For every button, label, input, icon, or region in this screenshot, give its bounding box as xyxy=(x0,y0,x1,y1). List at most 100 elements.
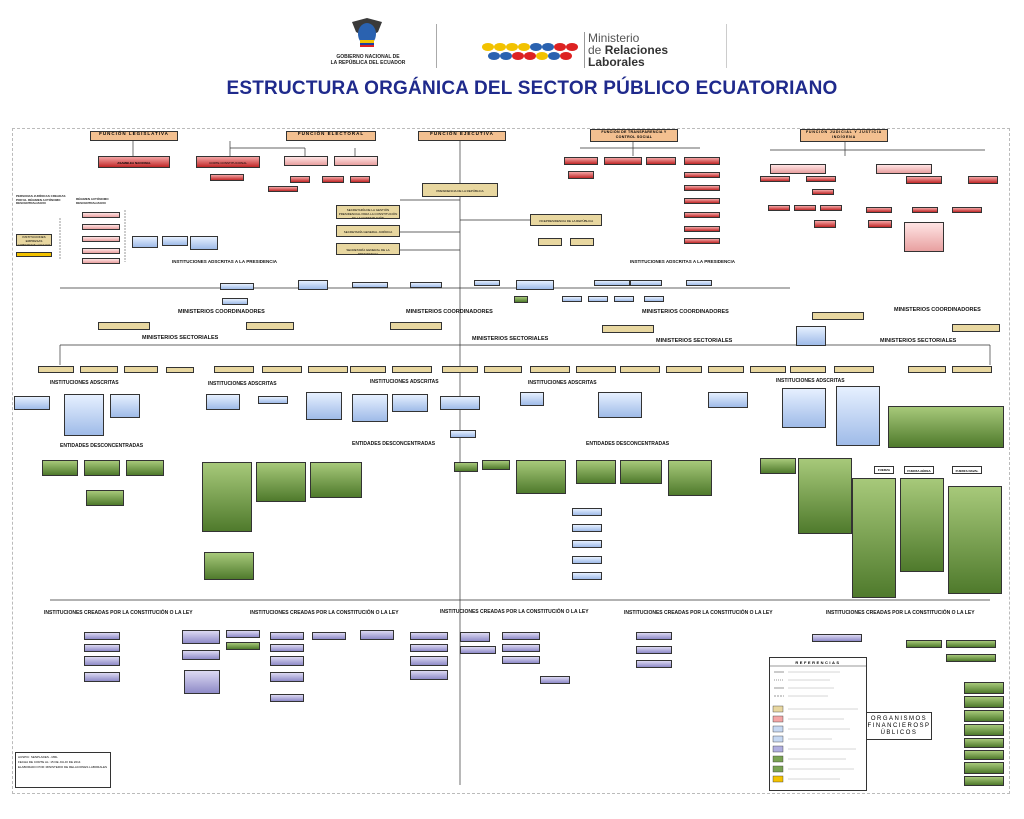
coordinador-node xyxy=(812,312,864,320)
adscrita-node xyxy=(516,280,554,290)
creada-node xyxy=(502,632,540,640)
adscrita-list xyxy=(572,556,602,564)
desconcentrada-list xyxy=(668,460,712,496)
sectorial-node xyxy=(214,366,254,373)
function-judicial-header: FUNCIÓN JUDICIAL Y JUSTICIA INDÍGENA xyxy=(800,129,888,142)
adscrita-list xyxy=(392,394,428,412)
financiero-node xyxy=(964,750,1004,760)
coordinador-node xyxy=(246,322,294,330)
sectorial-node xyxy=(952,366,992,373)
inst-creadas-label-5: INSTITUCIONES CREADAS POR LA CONSTITUCIÓ… xyxy=(826,610,975,616)
creada-node xyxy=(270,644,304,652)
adscrita-list xyxy=(520,392,544,406)
inst-creadas-label-4: INSTITUCIONES CREADAS POR LA CONSTITUCIÓ… xyxy=(624,610,773,616)
footer-line: AUSPIC: SENPLADES - MRL xyxy=(18,755,58,759)
sectorial-node xyxy=(484,366,522,373)
legend-title: REFERENCIAS xyxy=(795,660,841,665)
sectorial-node xyxy=(620,366,660,373)
adscrita-list xyxy=(110,394,140,418)
adscrita-list xyxy=(352,394,388,422)
financiero-node xyxy=(964,724,1004,736)
creada-node xyxy=(182,630,220,644)
electoral-sub-node xyxy=(350,176,370,183)
creada-node xyxy=(270,632,304,640)
personas-juridicas-label: PERSONAS JURÍDICAS CREADAS POR EL RÉGIME… xyxy=(16,194,66,206)
adscrita-list xyxy=(306,392,342,420)
judicial-list-node xyxy=(904,222,944,252)
function-legislativa-header: FUNCIÓN LEGISLATIVA xyxy=(90,131,178,141)
transparencia-node xyxy=(684,198,720,204)
ministry-word: de xyxy=(588,43,602,57)
coordinador-node xyxy=(952,324,1000,332)
ministry-dots-icon xyxy=(482,43,578,60)
adscrita-list xyxy=(572,524,602,532)
adscrita-list xyxy=(64,394,104,436)
judicial-node xyxy=(868,220,892,228)
ministry-word: Relaciones xyxy=(604,43,669,57)
desconcentrada-node xyxy=(86,490,124,506)
electoral-sub-node xyxy=(290,176,310,183)
judicial-node xyxy=(760,176,790,182)
adscrita-list xyxy=(572,540,602,548)
inst-ads-label-1: INSTITUCIONES ADSCRITAS xyxy=(50,380,119,386)
adscrita-node xyxy=(562,296,582,302)
corte-constitucional-node: CORTE CONSTITUCIONAL xyxy=(196,156,260,168)
sectorial-node xyxy=(124,366,158,373)
sectorial-node xyxy=(666,366,702,373)
creada-node xyxy=(410,670,448,680)
min-coord-label-2: MINISTERIOS COORDINADORES xyxy=(406,309,493,315)
transparencia-node xyxy=(568,171,594,179)
adscrita-node xyxy=(686,280,712,286)
sectorial-node xyxy=(708,366,744,373)
ministry-name: Ministerio de Relaciones Laborales xyxy=(588,32,668,68)
desconcentrada-list xyxy=(798,458,852,534)
page-title: ESTRUCTURA ORGÁNICA DEL SECTOR PÚBLICO E… xyxy=(226,78,838,99)
min-sect-label-1: MINISTERIOS SECTORIALES xyxy=(142,335,219,341)
regimen-node xyxy=(190,236,218,250)
sectorial-node xyxy=(908,366,946,373)
transparencia-node xyxy=(684,226,720,232)
transparencia-node xyxy=(684,238,720,244)
min-coord-label-4: MINISTERIOS COORDINADORES xyxy=(894,307,981,313)
creada-node xyxy=(460,646,496,654)
vicepresidencia-node: VICEPRESIDENCIA DE LA REPÚBLICA xyxy=(530,214,602,226)
creada-node xyxy=(84,672,120,682)
fuerza-aerea-list xyxy=(900,478,944,572)
adscrita-node xyxy=(588,296,608,302)
adscrita-green-node xyxy=(514,296,528,303)
judicial-node xyxy=(768,205,790,211)
coordinador-node xyxy=(98,322,150,330)
coordinador-node xyxy=(390,322,442,330)
regimen-node xyxy=(162,236,188,246)
creada-green-node xyxy=(906,640,942,648)
electoral-node-2 xyxy=(334,156,378,166)
coordinador-list-node xyxy=(796,326,826,346)
inst-ads-label-5: INSTITUCIONES ADSCRITAS xyxy=(776,378,845,384)
creada-node xyxy=(636,660,672,668)
footer-line: FECHA DE CORTE AL: 15 DE JULIO DE 2014 xyxy=(18,760,81,764)
adscrita-list xyxy=(572,572,602,580)
creada-node xyxy=(502,656,540,664)
inst-ads-label-3: INSTITUCIONES ADSCRITAS xyxy=(370,379,439,385)
government-caption: GOBIERNO NACIONAL DE LA REPÚBLICA DEL EC… xyxy=(318,54,418,66)
ent-desc-label-1: ENTIDADES DESCONCENTRADAS xyxy=(60,443,144,449)
adscrita-list xyxy=(450,430,476,438)
coordinador-node xyxy=(602,325,654,333)
min-coord-label-1: MINISTERIOS COORDINADORES xyxy=(178,309,265,315)
adscrita-node xyxy=(644,296,664,302)
sectorial-node xyxy=(38,366,74,373)
sectorial-node xyxy=(750,366,786,373)
inst-presidencia-label-right: INSTITUCIONES ADSCRITAS A LA PRESIDENCIA xyxy=(630,259,736,264)
adscrita-node xyxy=(220,283,254,290)
function-ejecutiva-header: FUNCIÓN EJECUTIVA xyxy=(418,131,506,141)
inst-ads-label-4: INSTITUCIONES ADSCRITAS xyxy=(528,380,597,386)
creada-green-node xyxy=(946,654,996,662)
sectorial-node xyxy=(308,366,348,373)
regimen-node xyxy=(82,248,120,254)
financiero-node xyxy=(964,738,1004,748)
desconcentrada-list xyxy=(202,462,252,532)
desconcentrada-node xyxy=(482,460,510,470)
financiero-node xyxy=(964,682,1004,694)
creada-node xyxy=(636,646,672,654)
min-sect-label-2: MINISTERIOS SECTORIALES xyxy=(472,336,549,342)
